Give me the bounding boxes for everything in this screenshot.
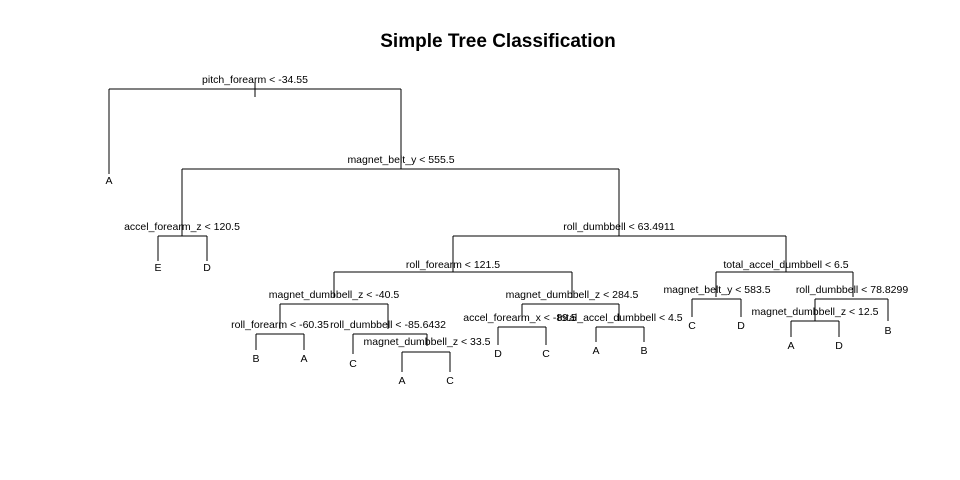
leaf-l_n3b: D — [203, 262, 211, 274]
leaf-l_n11a: A — [398, 375, 405, 387]
split-label-n2: magnet_belt_y < 555.5 — [347, 154, 454, 166]
leaf-l_n12a: D — [494, 348, 502, 360]
leaf-l_n3a: E — [154, 262, 161, 274]
tree-edges — [108, 82, 889, 372]
split-label-n15: roll_dumbbell < 78.8299 — [796, 284, 909, 296]
leaf-l_n12b: C — [542, 348, 550, 360]
split-label-n5: roll_forearm < 121.5 — [406, 259, 500, 271]
leaf-l_n10: C — [349, 358, 357, 370]
leaf-l_n14b: D — [737, 320, 745, 332]
split-label-n11: magnet_dumbbell_z < 33.5 — [364, 336, 491, 348]
leaf-l_n13b: B — [640, 345, 647, 357]
split-label-n6: total_accel_dumbbell < 6.5 — [723, 259, 848, 271]
leaf-l_n15: B — [884, 325, 891, 337]
diagram-title: Simple Tree Classification — [380, 31, 615, 52]
split-label-n4: roll_dumbbell < 63.4911 — [563, 221, 675, 233]
leaf-l_n16a: A — [787, 340, 794, 352]
leaf-l_n16b: D — [835, 340, 843, 352]
leaf-l_n9b: A — [300, 353, 307, 365]
leaf-l_root: A — [105, 175, 112, 187]
split-label-n9: roll_forearm < -60.35 — [231, 319, 329, 331]
split-label-n7: magnet_dumbbell_z < -40.5 — [269, 289, 400, 301]
tree-labels: pitch_forearm < -34.55 magnet_belt_y < 55… — [105, 74, 908, 387]
split-label-n8: magnet_dumbbell_z < 284.5 — [506, 289, 639, 301]
split-label-n12: accel_forearm_x < -89.5 — [463, 312, 577, 324]
leaf-l_n9a: B — [252, 353, 259, 365]
split-label-n3: accel_forearm_z < 120.5 — [124, 221, 240, 233]
leaf-l_n13a: A — [592, 345, 599, 357]
split-label-n13: total_accel_dumbbell < 4.5 — [557, 312, 682, 324]
leaf-l_n11b: C — [446, 375, 454, 387]
split-label-n10: roll_dumbbell < -85.6432 — [330, 319, 446, 331]
split-label-n16: magnet_dumbbell_z < 12.5 — [752, 306, 879, 318]
split-label-n14: magnet_belt_y < 583.5 — [663, 284, 770, 296]
split-label-root: pitch_forearm < -34.55 — [202, 74, 308, 86]
leaf-l_n14a: C — [688, 320, 696, 332]
